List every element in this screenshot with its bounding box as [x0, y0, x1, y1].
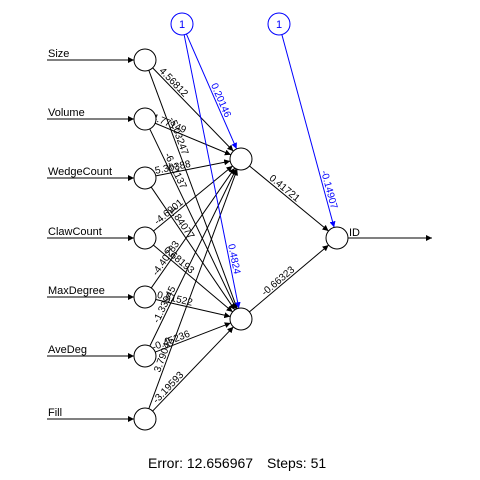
edge-bias-hidden1: [185, 33, 238, 150]
input-label-6: Fill: [48, 407, 62, 419]
edge-input4-hidden2: [155, 298, 231, 319]
weight-label-bias-output: -0.14907: [318, 169, 339, 210]
edge-input1-hidden2: [149, 128, 237, 310]
edge-input0-hidden1: [152, 67, 234, 152]
edge-hidden1-output: [249, 165, 329, 232]
input-node-6: [133, 407, 157, 431]
edge-input0-hidden2: [148, 70, 238, 309]
edge-input3-hidden2: [153, 244, 233, 313]
input-node-4: [133, 285, 157, 309]
bias-node-1: [170, 12, 194, 36]
input-node-1: [133, 107, 157, 131]
input-label-3: ClawCount: [48, 226, 102, 238]
edge-input1-hidden1: [154, 122, 232, 156]
input-node-3: [133, 226, 157, 250]
bias-node-label-2: 1: [276, 19, 282, 31]
weight-label-hidden2-output: -0.66323: [260, 264, 298, 298]
input-label-0: Size: [48, 48, 69, 60]
edges-layer: [47, 33, 432, 422]
hidden-node-1: [229, 147, 253, 171]
input-node-2: [133, 166, 157, 190]
bias-node-2: [267, 12, 291, 36]
output-node: [325, 226, 349, 250]
edge-hidden2-output: [249, 244, 329, 313]
weight-label-input0-hidden1: 4.56812: [157, 66, 190, 100]
input-label-4: MaxDegree: [48, 285, 105, 297]
error-label: Error: 12.656967: [148, 455, 253, 471]
input-node-5: [133, 344, 157, 368]
edge-input5-hidden1: [149, 168, 237, 347]
weight-labels-layer: SizeVolumeWedgeCountClawCountMaxDegreeAv…: [48, 48, 360, 419]
steps-label: Steps: 51: [267, 455, 326, 471]
hidden-node-2: [229, 307, 253, 331]
weight-label-bias-hidden2: 0.4824: [225, 243, 242, 276]
edge-input2-hidden2: [150, 186, 236, 311]
edge-input5-hidden2: [155, 322, 231, 353]
edge-bias-output: [281, 34, 336, 228]
weight-label-hidden1-output: 0.41721: [267, 173, 302, 205]
input-node-0: [133, 48, 157, 72]
input-label-1: Volume: [48, 107, 85, 119]
edge-input3-hidden1: [153, 165, 233, 232]
input-label-5: AveDeg: [48, 344, 87, 356]
output-label: ID: [349, 227, 360, 239]
input-label-2: WedgeCount: [48, 166, 112, 178]
edge-input4-hidden1: [150, 167, 236, 289]
edge-bias-hidden2: [183, 34, 241, 309]
bias-node-label-1: 1: [179, 19, 185, 31]
edge-input6-hidden2: [152, 326, 234, 412]
edge-input2-hidden1: [155, 159, 231, 177]
weight-label-bias-hidden1: 0.20146: [208, 82, 233, 120]
edge-input6-hidden1: [148, 169, 238, 409]
